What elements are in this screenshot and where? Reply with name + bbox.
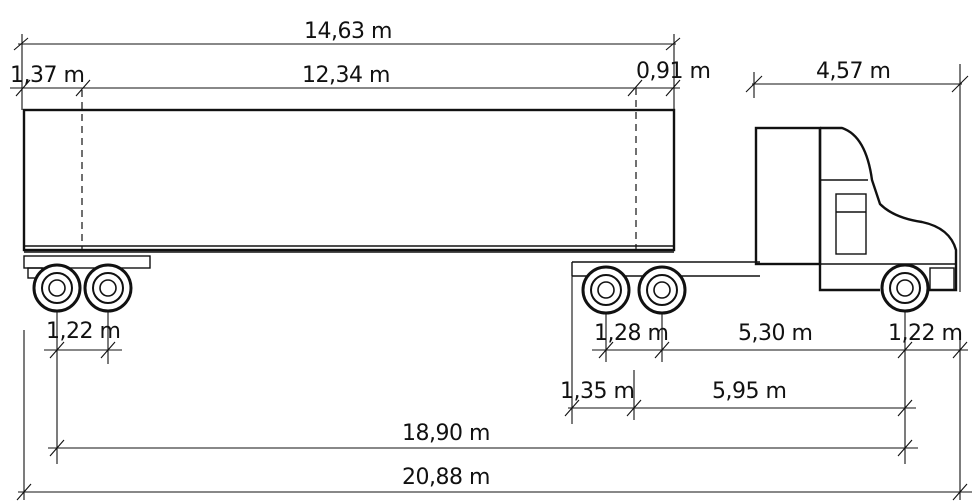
tractor-door-window [835,193,867,255]
tractor-front-wheel [880,263,930,313]
tractor-sleeper [754,126,822,266]
label-kingpin-offset: 1,35 m [560,379,634,404]
trailer [22,88,676,279]
trailer-body [22,108,676,252]
label-tractor-wheelbase-mid: 5,30 m [738,321,812,346]
tractor-rear-wheel-2 [637,265,687,315]
dimension-lines [10,34,972,501]
label-trailer-axle-spread: 1,22 m [46,319,120,344]
tractor-cab [818,126,958,292]
trailer-wheel-1 [32,263,82,313]
label-tractor-length: 4,57 m [816,59,890,84]
dimension-labels: 14,63 m 1,37 m 12,34 m 0,91 m 4,57 m 1,2… [10,19,963,490]
label-axle-to-axle: 18,90 m [402,421,490,446]
label-kingpin-to-front-axle: 5,95 m [712,379,786,404]
label-tractor-front-overhang: 1,22 m [888,321,962,346]
label-trailer-kingpin-to-axles: 12,34 m [302,63,390,88]
trailer-wheel-2 [83,263,133,313]
tractor-rear-wheel-1 [581,265,631,315]
label-tractor-tandem-spread: 1,28 m [594,321,668,346]
label-overall-trailer-length: 14,63 m [304,19,392,44]
label-overall-length: 20,88 m [402,465,490,490]
trailer-rear-frame [23,255,151,269]
label-trailer-front-overhang: 1,37 m [10,63,84,88]
label-trailer-rear-overhang: 0,91 m [636,59,710,84]
